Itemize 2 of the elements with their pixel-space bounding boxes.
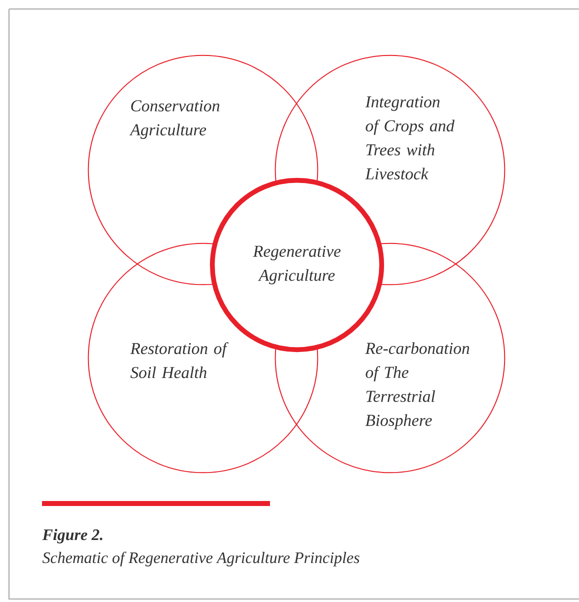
figure-number: Figure 2.	[42, 528, 102, 544]
caption: Schematic of Regenerative Agriculture Principles	[42, 552, 360, 566]
